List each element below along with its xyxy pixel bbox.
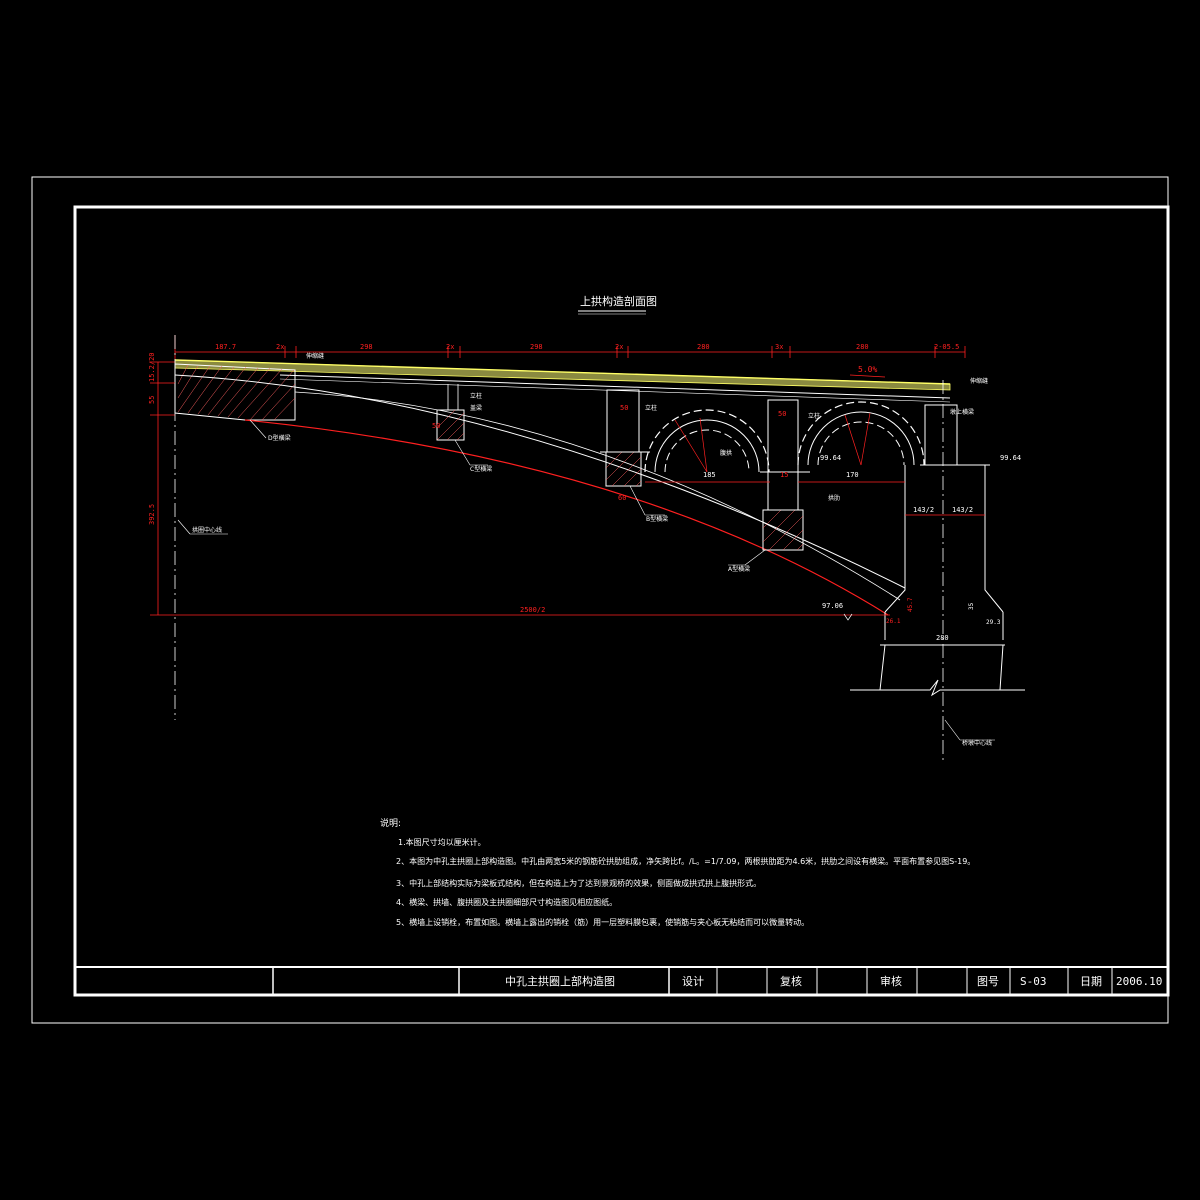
spring-elevation-mark [843,613,853,621]
note-item: 2、本图为中孔主拱圈上部构造图。中孔由两宽5米的钢筋砼拱肋组成，净矢跨比f。/L… [396,856,975,866]
note-item: 1.本图尺寸均以厘米计。 [398,837,486,847]
dim-280: 280 [936,634,949,642]
b-beam-hatch [605,451,642,487]
c-beam-hatch [436,409,465,441]
spandrel-arches [644,401,925,473]
dim-293: 29.3 [986,619,1001,626]
top-dimension-labels: 187.7 2x 298 2x 298 2x 280 3x 280 2-05.5 [215,343,959,351]
column-1 [606,389,640,453]
drawing-title: 上拱构造剖面图 [580,294,657,308]
note-item: 3、中孔上部结构实际为梁板式结构，但在构造上为了达到景观桥的效果，侧面做成拱式拱… [396,878,761,888]
title-block [75,966,1168,995]
dim-label: 298 [360,343,373,351]
dim-35: 35 [968,602,975,610]
label-column-a: 立柱 [470,392,482,400]
dim-label: 2-05.5 [934,343,959,351]
arch-radius-lines [674,412,871,473]
date-value: 2006.10 [1116,975,1162,988]
drawing-name: 中孔主拱圈上部构造图 [505,974,615,988]
spring-hatch [177,364,296,421]
dim-50b: 50 [778,410,786,418]
label-pier-top: 墩上横梁 [950,408,974,416]
review-label: 审核 [880,974,902,988]
label-c-beam: C型横梁 [470,465,492,473]
design-label: 设计 [682,975,704,988]
label-arch-rib: 拱肋 [828,494,840,502]
span-dimension-label: 2500/2 [520,606,545,614]
dim-label: 280 [856,343,869,351]
dim-50c: 50 [432,422,440,430]
dim-261: 26.1 [886,618,901,625]
a-beam-hatch [762,509,804,551]
label-crown-line: 伸缩缝 [306,352,324,360]
elevation-pier-b: 99.64 [1000,454,1021,462]
dim-60: 60 [618,494,626,502]
deck-bottom-line [279,374,951,399]
inner-frame [73,205,1170,997]
dim-50a: 50 [620,404,628,412]
dim-label: 2x [615,343,623,351]
top-dimension-line [174,335,966,360]
number-value: S-03 [1020,975,1047,988]
number-label: 图号 [977,975,999,988]
note-item: 5、横墙上设销栓，布置如图。横墙上露出的销栓（筋）用一层塑料膜包裹，使销筋与夹心… [396,917,809,927]
label-column-b: 盖梁 [470,404,482,412]
arch-extrados-curve [174,374,906,589]
dim-143b: 143/2 [952,506,973,514]
slope-label: 5.0% [858,365,877,374]
label-a-beam: A型横梁 [728,565,750,573]
dim-label: 2x [276,343,284,351]
dim-left-3: 392.5 [148,504,156,525]
column-2 [767,399,799,511]
notes: 说明: 1.本图尺寸均以厘米计。 2、本图为中孔主拱圈上部构造图。中孔由两宽5米… [380,817,975,927]
note-item: 4、横梁、拱墙、腹拱圈及主拱圈细部尺寸构造图见相应图纸。 [396,897,617,907]
a-beam [762,509,804,551]
dim-label: 2x [446,343,454,351]
dim-label: 187.7 [215,343,236,351]
dim-label: 3x [775,343,783,351]
label-pier-center: 桥墩中心线 [962,739,992,747]
arch-intrados-curve [244,419,889,616]
c-beam [436,409,465,441]
label-column-d: 立柱 [808,412,820,420]
dim-170: 170 [846,471,859,479]
column-group [600,389,990,511]
pier [850,465,1025,697]
arch-center-leader [177,519,191,535]
label-small-arch: 腹拱 [720,449,732,457]
spring-block [174,363,296,421]
dim-left-1: 15.2/20 [148,352,156,382]
dim-label: 298 [530,343,543,351]
label-column-c: 立柱 [645,404,657,412]
elevation-spring: 97.06 [822,602,843,610]
title-block-text: 中孔主拱圈上部构造图 设计 复核 审核 图号 S-03 日期 2006.10 [505,974,1162,988]
left-dimension-line [150,361,175,616]
check-label: 复核 [780,974,802,988]
dim-left-2: 55 [148,396,156,404]
label-b-beam: B型横梁 [646,515,668,523]
road-top-line [174,359,951,385]
label-arch-center: 拱圈中心线 [192,526,222,534]
slope-arrow [849,374,886,378]
dim-15: 15 [780,471,788,479]
notes-heading: 说明: [380,817,401,829]
date-label: 日期 [1080,975,1102,988]
label-d-beam: D型横梁 [268,434,291,442]
arch-axis-curve [294,391,901,601]
dim-457: 45.7 [907,597,914,612]
label-expansion-right: 伸缩缝 [970,377,988,385]
dim-185: 185 [703,471,716,479]
dim-143a: 143/2 [913,506,934,514]
dim-label: 280 [697,343,710,351]
elevation-pier-a: 99.64 [820,454,841,462]
